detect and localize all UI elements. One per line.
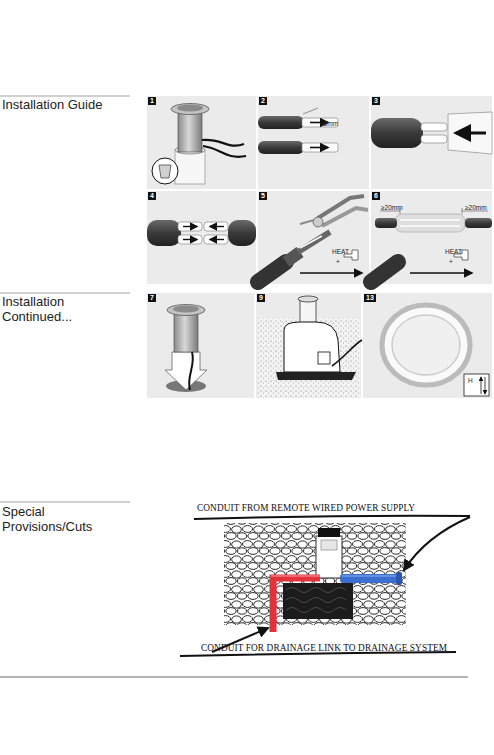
fixture-body xyxy=(318,528,340,537)
step-panel: 9 xyxy=(256,293,361,398)
power-conduit xyxy=(340,572,402,585)
section-rule xyxy=(0,96,130,502)
drainage-conduit xyxy=(271,576,320,632)
heat-sign: + xyxy=(449,258,453,265)
step-panel: 4 xyxy=(147,191,256,284)
section-heading: Special Provisions/Cuts xyxy=(2,504,114,534)
step-number: 7 xyxy=(148,294,156,302)
step-panel: 2 ≈8mm xyxy=(258,96,369,189)
step-number: 3 xyxy=(372,97,380,105)
drainage-gravel xyxy=(286,588,346,613)
drainage-conduit xyxy=(271,575,320,577)
stone-backfill xyxy=(224,523,406,625)
step-number: 4 xyxy=(148,192,156,200)
section-rule xyxy=(0,502,130,503)
hand-drawn-pointer xyxy=(404,517,470,570)
fixture-body xyxy=(321,540,337,550)
step-number: 5 xyxy=(259,192,267,200)
conduit-note: CONDUIT FROM REMOTE WIRED POWER SUPPLY xyxy=(197,503,487,514)
dimension-label: ≥20mm xyxy=(465,204,487,211)
step-number: 9 xyxy=(257,294,265,302)
drainage-gravel xyxy=(283,583,353,619)
step-panel: 13H xyxy=(363,293,492,398)
section-heading: Installation Guide xyxy=(2,97,127,112)
power-conduit xyxy=(340,574,400,583)
hand-drawn-pointer xyxy=(180,516,470,656)
hand-drawn-pointer xyxy=(194,516,470,519)
fixture-body xyxy=(316,536,342,578)
power-conduit xyxy=(396,572,402,585)
power-conduit xyxy=(342,575,396,576)
step-number: 13 xyxy=(364,294,376,302)
section-rule xyxy=(0,96,130,97)
step-panel: 5HEAT + xyxy=(258,191,369,284)
footer-rule xyxy=(0,677,468,678)
icon-letter: H xyxy=(468,377,473,384)
dimension-label: ≥20mm xyxy=(381,204,403,211)
heat-label: HEAT xyxy=(445,248,462,255)
step-number: 2 xyxy=(259,97,267,105)
fixture-body xyxy=(316,528,342,578)
stone-backfill xyxy=(224,523,406,625)
step-panel: 1 xyxy=(147,96,256,189)
step-number: 1 xyxy=(148,97,156,105)
step-panel: 7 xyxy=(147,293,254,398)
dimension-label: ≈8mm xyxy=(320,120,338,127)
heat-sign: + xyxy=(336,258,340,265)
step-panel: 6≥20mm≥20mmHEAT+ xyxy=(371,191,492,284)
step-panel: 3 xyxy=(371,96,492,189)
conduit-note: CONDUIT FOR DRAINAGE LINK TO DRAINAGE SY… xyxy=(201,643,491,654)
section-rule xyxy=(0,293,130,294)
drainage-gravel xyxy=(283,583,353,619)
section-heading: Installation Continued... xyxy=(2,294,120,324)
heat-label: HEAT xyxy=(332,248,349,255)
drainage-conduit xyxy=(273,578,320,632)
step-number: 6 xyxy=(372,192,380,200)
